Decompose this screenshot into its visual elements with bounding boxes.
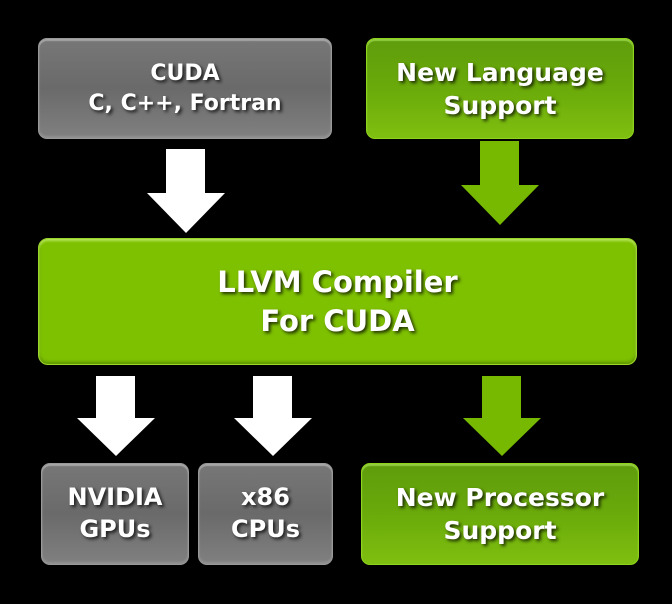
down-arrow-icon — [147, 149, 225, 233]
new-processor-node: New Processor Support — [361, 463, 639, 565]
llvm-compiler-node-title: LLVM Compiler — [217, 265, 458, 300]
arrow-llvm-to-nvidia-gpus — [77, 376, 155, 456]
nvidia-gpus-node: NVIDIA GPUs — [41, 463, 189, 565]
down-arrow-icon — [234, 376, 312, 456]
new-processor-node-subtitle: Support — [443, 516, 557, 545]
cuda-node-subtitle: C, C++, Fortran — [88, 90, 282, 116]
nvidia-gpus-node-title: NVIDIA — [67, 483, 163, 512]
cuda-node-title: CUDA — [150, 61, 220, 87]
new-language-node-title: New Language — [396, 57, 604, 87]
arrow-cuda-to-llvm — [147, 149, 225, 233]
new-language-node: New Language Support — [366, 38, 634, 139]
arrow-llvm-to-x86-cpus — [234, 376, 312, 456]
x86-cpus-node: x86 CPUs — [198, 463, 333, 565]
new-processor-node-title: New Processor — [395, 483, 605, 512]
nvidia-gpus-node-subtitle: GPUs — [79, 515, 151, 543]
down-arrow-icon — [463, 376, 541, 456]
down-arrow-icon — [461, 141, 539, 225]
arrow-new-language-to-llvm — [461, 141, 539, 225]
llvm-compiler-node: LLVM Compiler For CUDA — [38, 238, 637, 365]
x86-cpus-node-title: x86 — [241, 483, 290, 512]
down-arrow-icon — [77, 376, 155, 456]
arrow-llvm-to-new-processor — [463, 376, 541, 456]
cuda-node: CUDA C, C++, Fortran — [38, 38, 332, 139]
new-language-node-subtitle: Support — [443, 90, 557, 120]
x86-cpus-node-subtitle: CPUs — [231, 515, 300, 543]
llvm-compiler-node-subtitle: For CUDA — [260, 303, 415, 338]
